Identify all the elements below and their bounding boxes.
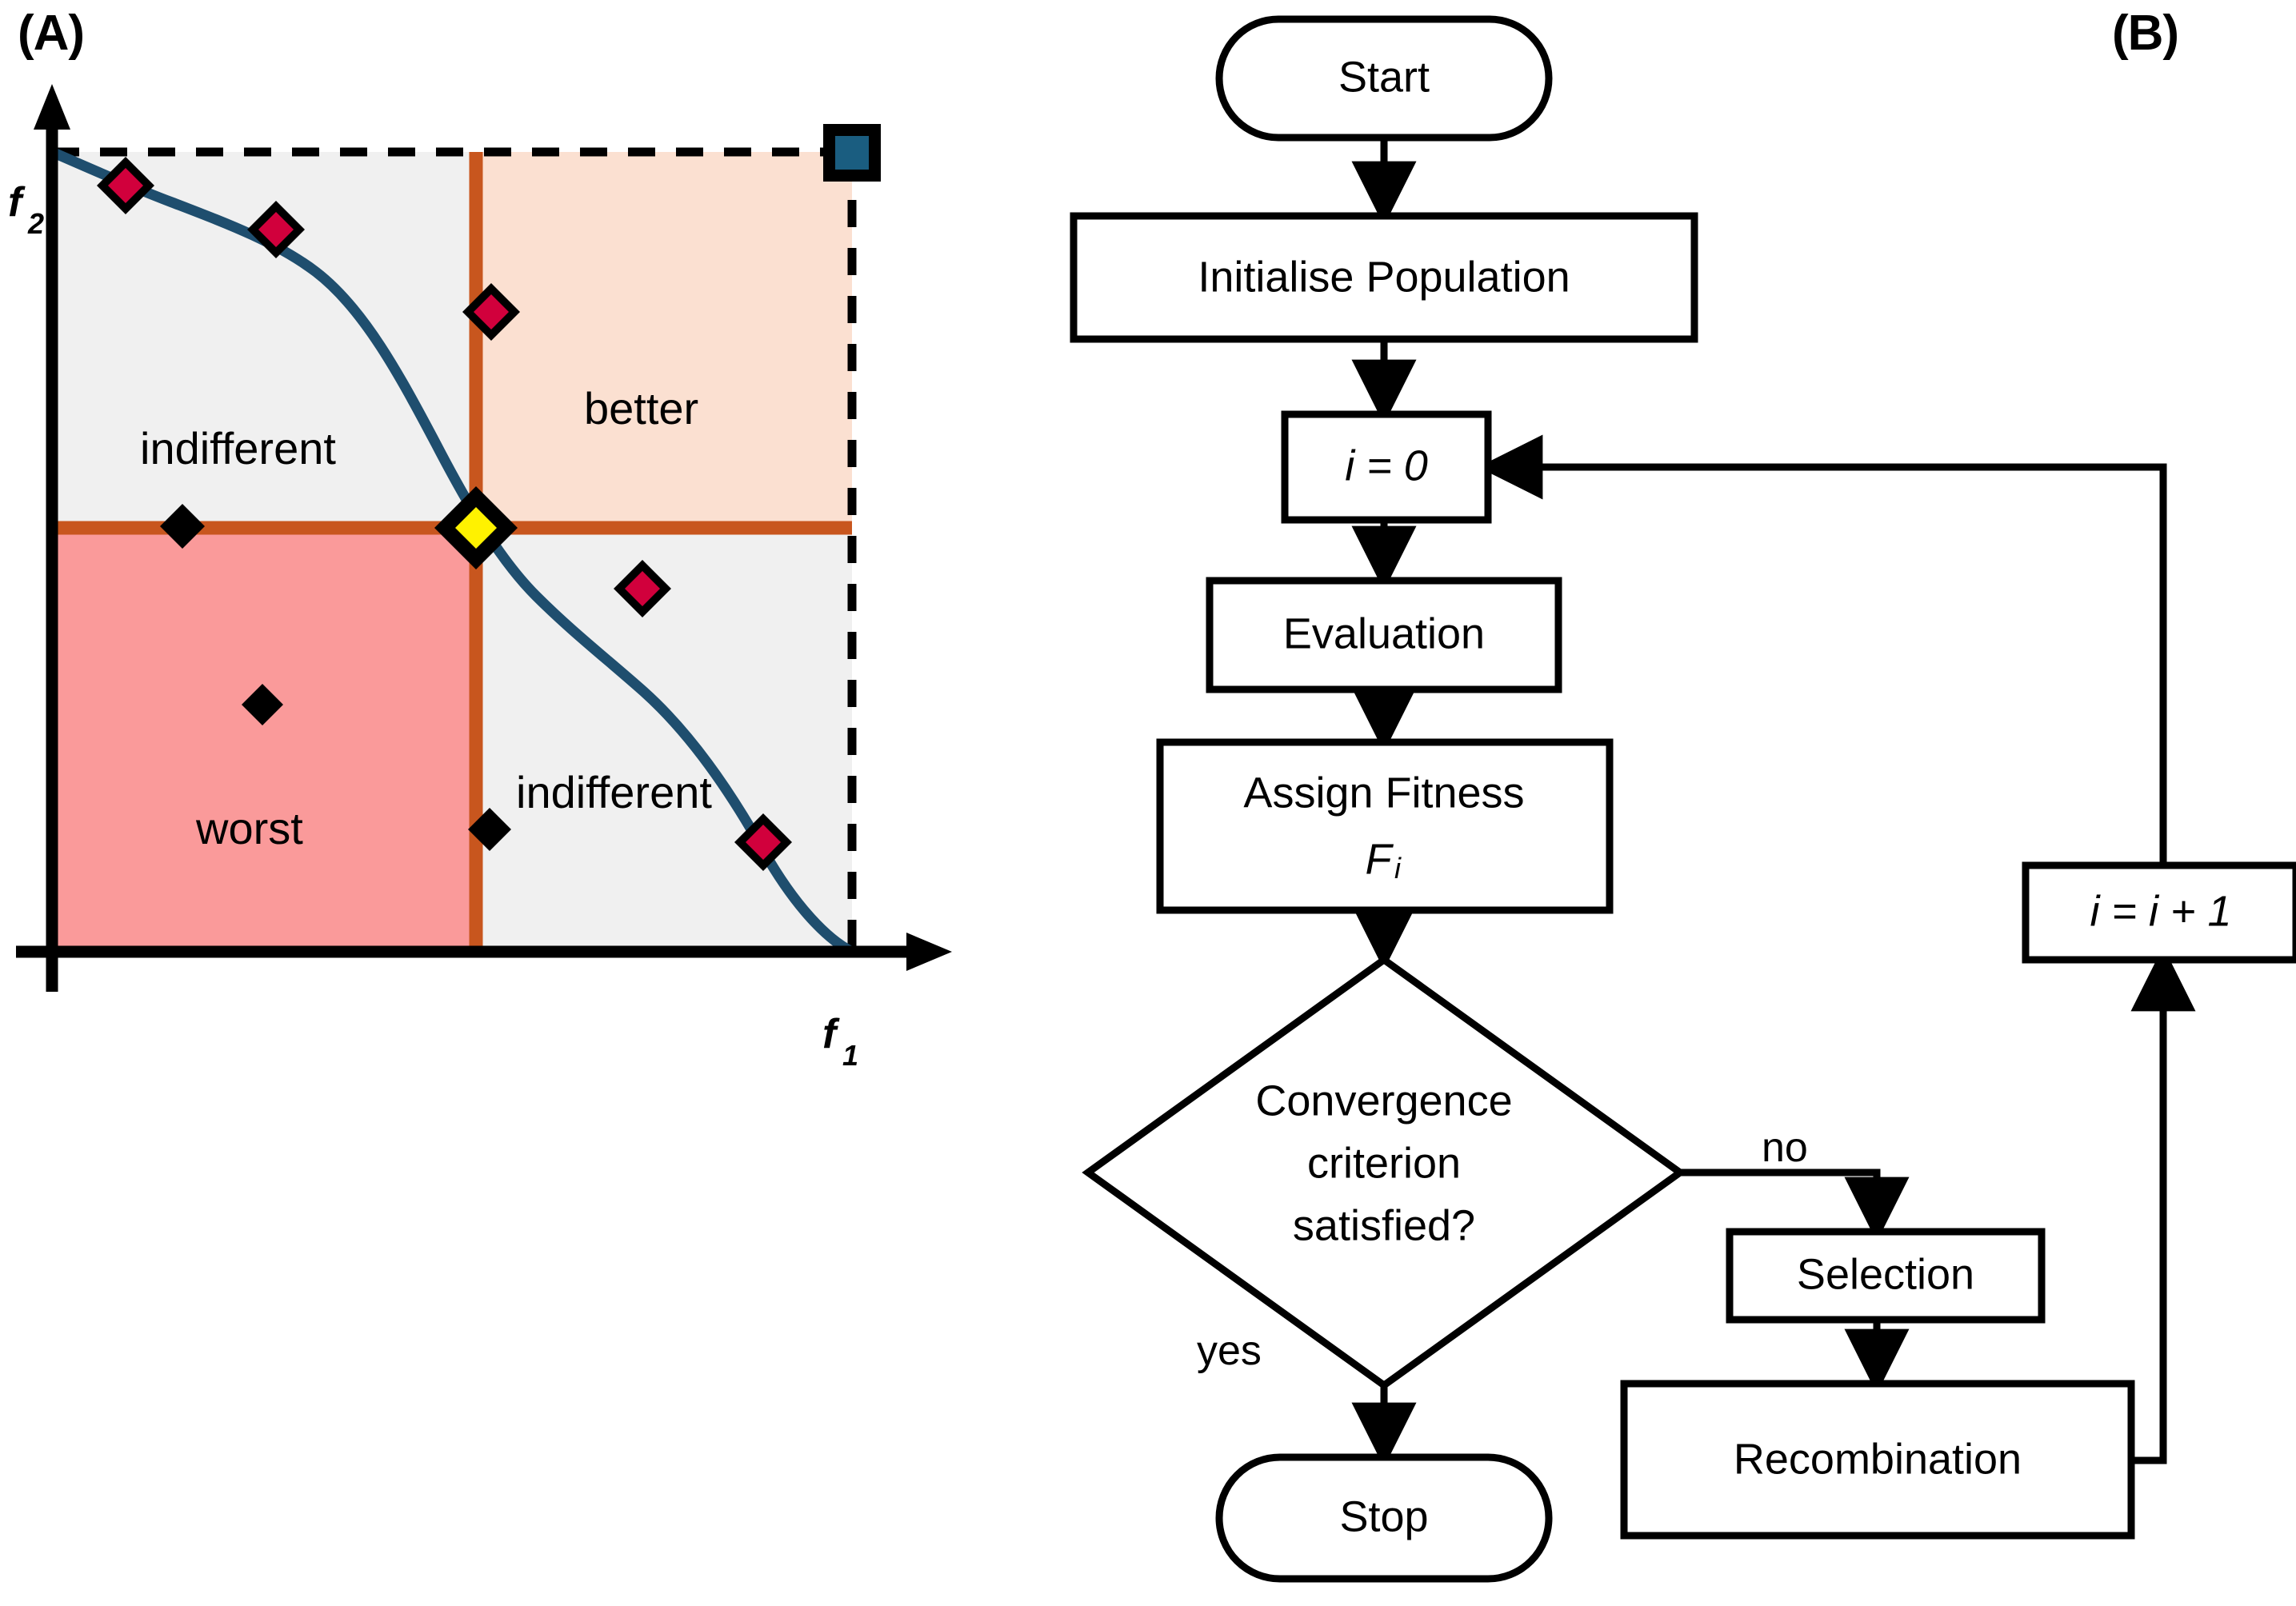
region-label-indifferent-lower: indifferent: [516, 767, 712, 817]
edge-label-yes: yes: [1197, 1328, 1262, 1374]
pareto-optimal-marker: [734, 813, 792, 871]
dominated-solution-marker: [468, 808, 511, 851]
nadir-point-marker: [823, 124, 881, 182]
dominated-solution-marker: [160, 504, 205, 549]
edge-recombination-to-increment: [2130, 946, 2196, 1464]
flow-node-convergence-decision[interactable]: Convergence criterion satisfied?: [1082, 955, 1686, 1390]
pareto-optimal-marker: [614, 560, 671, 617]
flow-node-start-label: Start: [1338, 53, 1430, 101]
edge-label-no: no: [1762, 1125, 1808, 1171]
pareto-optimal-marker: [97, 157, 154, 214]
flow-node-evaluation[interactable]: Evaluation: [1206, 577, 1562, 693]
panel-a-label: (A): [18, 6, 85, 61]
panel-a: (A) f 2 f 1 indifferent better worst ind…: [0, 0, 1040, 1160]
flow-node-i-equals-zero-label: i = 0: [1345, 441, 1428, 489]
flow-node-recombination-label: Recombination: [1734, 1435, 2022, 1483]
flow-node-i-equals-zero[interactable]: i = 0: [1281, 410, 1492, 524]
y-axis-label: f: [8, 179, 26, 226]
flow-node-initialise-population[interactable]: Initialise Population: [1070, 212, 1698, 343]
y-axis-label-subscript: 2: [27, 207, 44, 240]
region-label-worst: worst: [195, 803, 303, 853]
panel-b: (B) Start Initialise Population: [1040, 0, 2296, 1606]
flow-node-selection-label: Selection: [1797, 1250, 1974, 1298]
region-worst-lower-left: [52, 528, 476, 952]
region-label-indifferent-upper: indifferent: [140, 423, 336, 473]
flow-node-selection[interactable]: Selection: [1726, 1228, 2046, 1324]
flow-node-assign-fitness[interactable]: Assign Fitness F i: [1156, 738, 1614, 914]
flow-node-stop-label: Stop: [1339, 1492, 1428, 1540]
flow-node-assign-fitness-symbol-subscript: i: [1394, 852, 1402, 885]
edge-decision-no-to-selection: [1680, 1169, 1910, 1242]
region-label-better: better: [584, 383, 698, 433]
x-axis-label: f: [822, 1011, 840, 1057]
panel-b-label: (B): [2112, 6, 2179, 61]
x-axis-label-subscript: 1: [842, 1039, 858, 1072]
flow-node-assign-fitness-label: Assign Fitness: [1243, 769, 1524, 817]
flow-node-increment[interactable]: i = i + 1: [2022, 861, 2296, 964]
evolutionary-algorithm-flowchart: Start Initialise Population i = 0 Evalua…: [1070, 15, 2296, 1583]
flow-node-start[interactable]: Start: [1215, 15, 1553, 142]
y-axis-arrowhead: [34, 84, 70, 130]
pareto-optimal-marker: [462, 283, 520, 341]
flow-node-convergence-decision-line1: Convergence: [1255, 1077, 1512, 1125]
flow-node-increment-label: i = i + 1: [2090, 887, 2231, 935]
region-better-upper-right: [476, 152, 852, 528]
pareto-optimal-marker: [247, 201, 305, 258]
pareto-dominance-chart: f 2 f 1 indifferent better worst indiffe…: [8, 84, 952, 1072]
dominated-solution-marker: [242, 684, 283, 725]
reference-solution-marker: [434, 486, 518, 569]
flow-node-evaluation-label: Evaluation: [1283, 609, 1485, 657]
flow-node-stop[interactable]: Stop: [1215, 1453, 1553, 1583]
edge-increment-to-iset: [1478, 434, 2167, 865]
flow-node-convergence-decision-line3: satisfied?: [1293, 1201, 1475, 1249]
flow-node-initialise-population-label: Initialise Population: [1198, 253, 1570, 301]
flow-node-assign-fitness-symbol: F: [1366, 835, 1394, 883]
x-axis-arrowhead: [906, 933, 952, 971]
flow-node-convergence-decision-line2: criterion: [1307, 1139, 1461, 1187]
flow-node-recombination[interactable]: Recombination: [1620, 1380, 2135, 1540]
